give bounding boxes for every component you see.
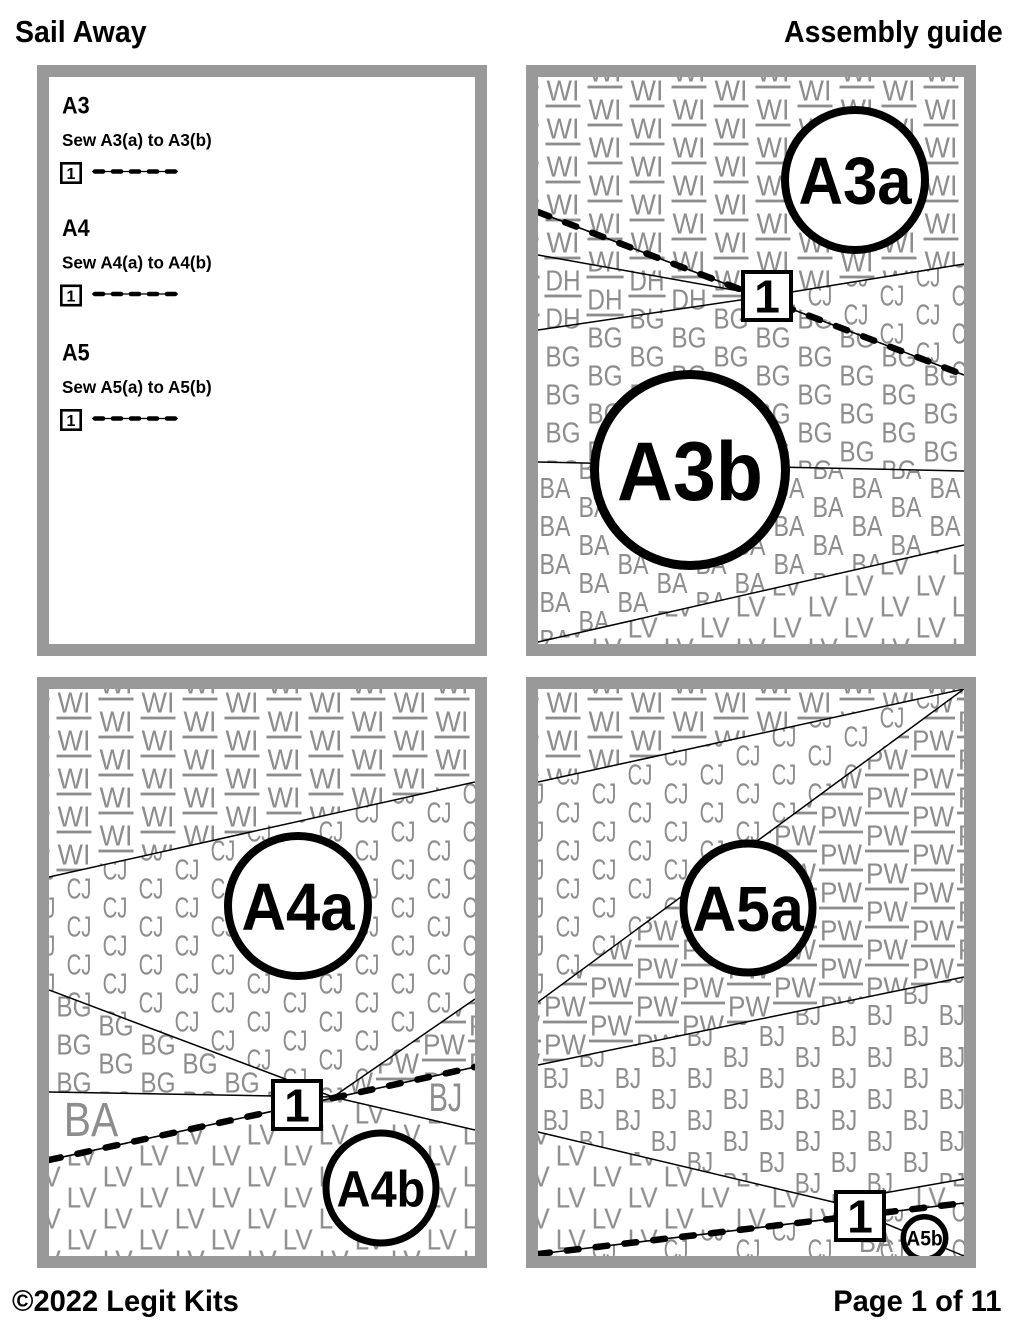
svg-text:A3a: A3a <box>798 144 912 219</box>
svg-text:BA: BA <box>64 1094 119 1147</box>
svg-text:Sew A3(a) to A3(b): Sew A3(a) to A3(b) <box>62 130 212 151</box>
svg-text:A4a: A4a <box>241 870 355 945</box>
svg-text:A5: A5 <box>62 338 90 365</box>
svg-text:1: 1 <box>754 271 780 323</box>
svg-text:A3b: A3b <box>617 425 763 519</box>
svg-text:1: 1 <box>67 413 76 430</box>
svg-text:A4: A4 <box>62 214 90 241</box>
svg-text:A5a: A5a <box>692 873 805 945</box>
svg-text:1: 1 <box>847 1191 873 1243</box>
svg-text:Sew A5(a) to A5(b): Sew A5(a) to A5(b) <box>62 377 212 398</box>
svg-text:A3: A3 <box>62 91 90 118</box>
svg-text:A5b: A5b <box>906 1228 942 1251</box>
svg-text:A4b: A4b <box>337 1162 426 1218</box>
svg-text:Sew A4(a) to A4(b): Sew A4(a) to A4(b) <box>62 252 212 273</box>
svg-text:1: 1 <box>67 288 76 305</box>
svg-text:1: 1 <box>67 166 76 183</box>
svg-text:BJ: BJ <box>429 1075 463 1120</box>
svg-text:1: 1 <box>284 1080 310 1132</box>
